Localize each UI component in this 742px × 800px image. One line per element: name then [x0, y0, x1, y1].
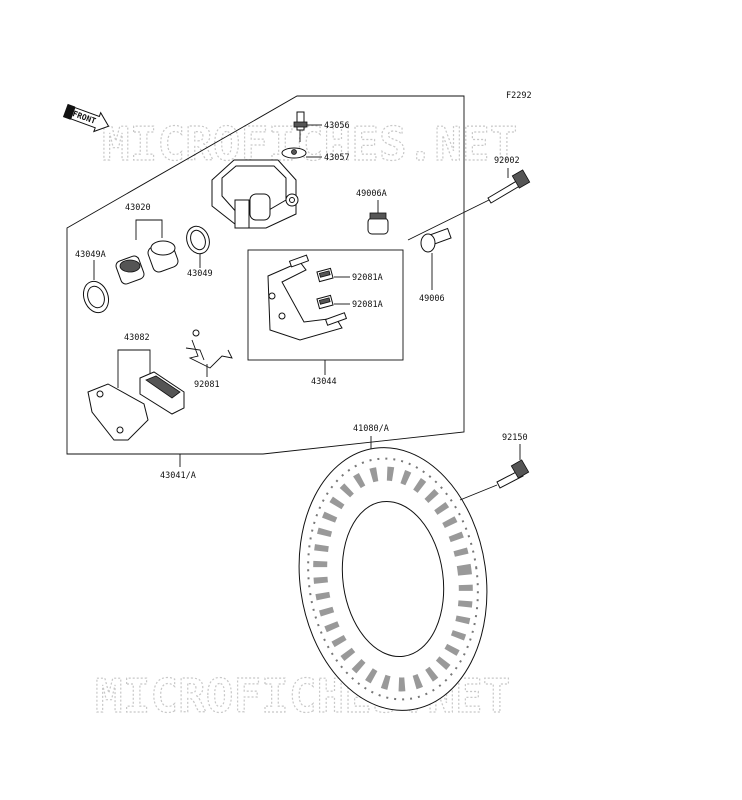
label-92081A-lower: 92081A [352, 300, 383, 310]
cap-43057 [281, 147, 307, 159]
label-43049: 43049 [187, 269, 213, 279]
label-43057: 43057 [324, 153, 350, 163]
label-49006: 49006 [419, 294, 445, 304]
label-43044: 43044 [311, 377, 337, 387]
watermark-top: MICROFICHES.NET [102, 117, 517, 171]
label-43049A: 43049A [75, 250, 106, 260]
label-43082: 43082 [124, 333, 150, 343]
spring-92081 [185, 329, 233, 369]
label-43056: 43056 [324, 121, 350, 131]
piston-43020-a [115, 255, 145, 285]
bolt-92002 [487, 169, 531, 204]
bolt-92150 [496, 459, 530, 489]
brake-pad-43082-a [87, 383, 149, 441]
clip-92081A-lower [316, 294, 334, 310]
caliper-body [211, 159, 299, 229]
boot-49006A [367, 212, 389, 235]
bleed-screw-43056 [293, 111, 308, 142]
brake-pad-43082-b [139, 371, 185, 415]
label-92150: 92150 [502, 433, 528, 443]
front-arrow-icon [62, 103, 110, 133]
label-92081A-upper: 92081A [352, 273, 383, 283]
piston-43020-b [147, 240, 179, 273]
caliper-assembly-outline [66, 95, 465, 455]
label-43020: 43020 [125, 203, 151, 213]
seal-43049 [186, 225, 210, 255]
label-43041A: 43041/A [160, 471, 196, 481]
label-49006A: 49006A [356, 189, 387, 199]
sleeve-49006 [420, 227, 452, 253]
bracket-subassembly-box [247, 249, 404, 361]
seal-43049A [82, 280, 110, 314]
label-41080A: 41080/A [353, 424, 389, 434]
brake-disc-41080A [298, 447, 488, 711]
figure-code: F2292 [506, 91, 532, 101]
clip-92081A-upper [316, 267, 334, 283]
label-92081: 92081 [194, 380, 220, 390]
bracket-43044 [267, 254, 348, 341]
label-92002: 92002 [494, 156, 520, 166]
